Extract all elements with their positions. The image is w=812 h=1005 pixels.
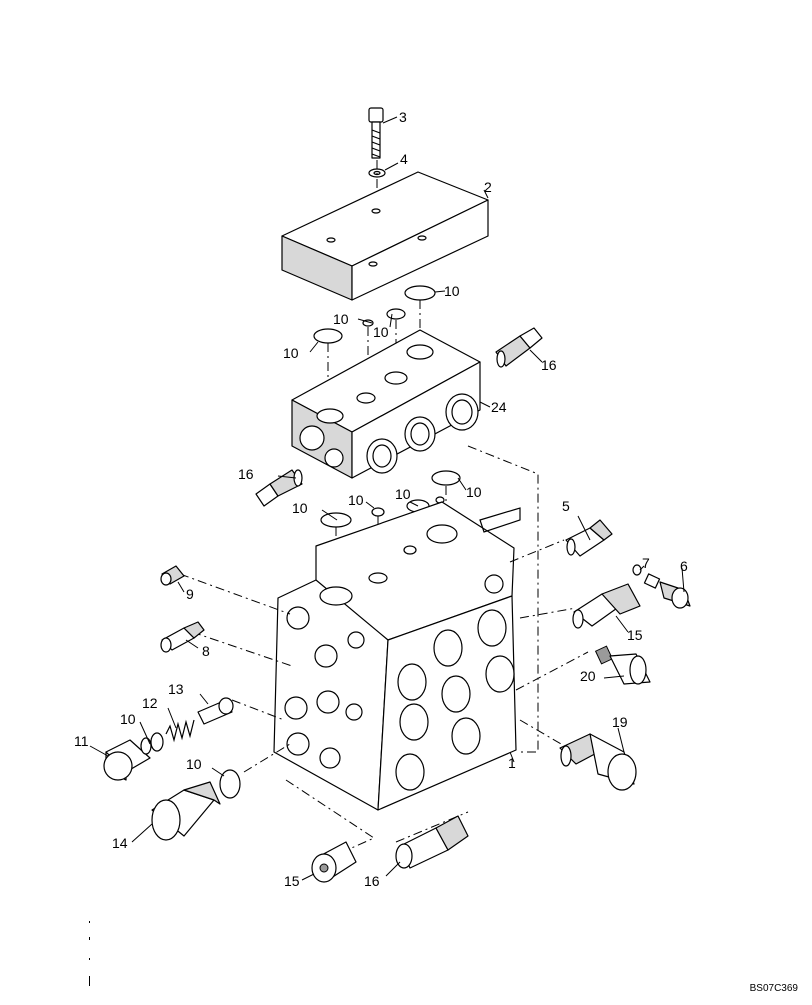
part-2-cover-plate — [281, 171, 489, 301]
callout-4: 4 — [400, 151, 408, 167]
part-19-valve — [559, 733, 637, 791]
drawing-code-label: BS07C369 — [749, 983, 798, 994]
part-7-seal — [632, 564, 642, 576]
part-10-seal-left-b — [219, 769, 241, 799]
callout-24: 24 — [491, 399, 507, 415]
part-1-valve-body — [273, 501, 517, 811]
part-5-fitting — [565, 519, 613, 557]
callout-8: 8 — [202, 643, 210, 659]
part-12-spring — [165, 719, 195, 743]
callout-10: 10 — [466, 484, 482, 500]
part-15-valve-right — [572, 583, 641, 629]
part-14-valve — [151, 781, 221, 841]
part-9-plug — [160, 565, 185, 586]
part-10-seal-left-a — [150, 732, 164, 752]
part-16-cartridge-upper-right — [495, 327, 543, 368]
callout-10: 10 — [444, 283, 460, 299]
callout-7: 7 — [642, 555, 650, 571]
callout-19: 19 — [612, 714, 628, 730]
callout-10: 10 — [186, 756, 202, 772]
callout-10: 10 — [373, 324, 389, 340]
part-6-plug — [643, 573, 691, 609]
callout-10: 10 — [395, 486, 411, 502]
part-8-valve — [160, 621, 205, 653]
callout-10: 10 — [283, 345, 299, 361]
callout-14: 14 — [112, 835, 128, 851]
callout-3: 3 — [399, 109, 407, 125]
callout-10: 10 — [292, 500, 308, 516]
part-13-spool — [197, 697, 234, 725]
callout-16: 16 — [541, 357, 557, 373]
part-11-plug — [103, 737, 152, 781]
callout-16: 16 — [238, 466, 254, 482]
callout-6: 6 — [680, 558, 688, 574]
callout-1: 1 — [508, 755, 516, 771]
callout-9: 9 — [186, 586, 194, 602]
margin-marks — [89, 921, 90, 986]
callout-11: 11 — [74, 733, 89, 749]
callout-5: 5 — [562, 498, 570, 514]
callout-20: 20 — [580, 668, 596, 684]
callout-12: 12 — [142, 695, 158, 711]
callout-10: 10 — [348, 492, 364, 508]
callout-15: 15 — [284, 873, 300, 889]
part-16-cartridge-bottom — [395, 815, 469, 869]
callout-13: 13 — [168, 681, 184, 697]
callout-10: 10 — [120, 711, 136, 727]
part-20-valve — [594, 645, 651, 685]
seals-upper — [313, 285, 436, 344]
callout-15: 15 — [627, 627, 643, 643]
part-3-screw — [368, 107, 384, 159]
part-24-valve-block — [291, 329, 481, 479]
part-15-valve-bottom — [311, 841, 357, 883]
callout-16: 16 — [364, 873, 380, 889]
callout-2: 2 — [484, 179, 492, 195]
callout-10: 10 — [333, 311, 349, 327]
